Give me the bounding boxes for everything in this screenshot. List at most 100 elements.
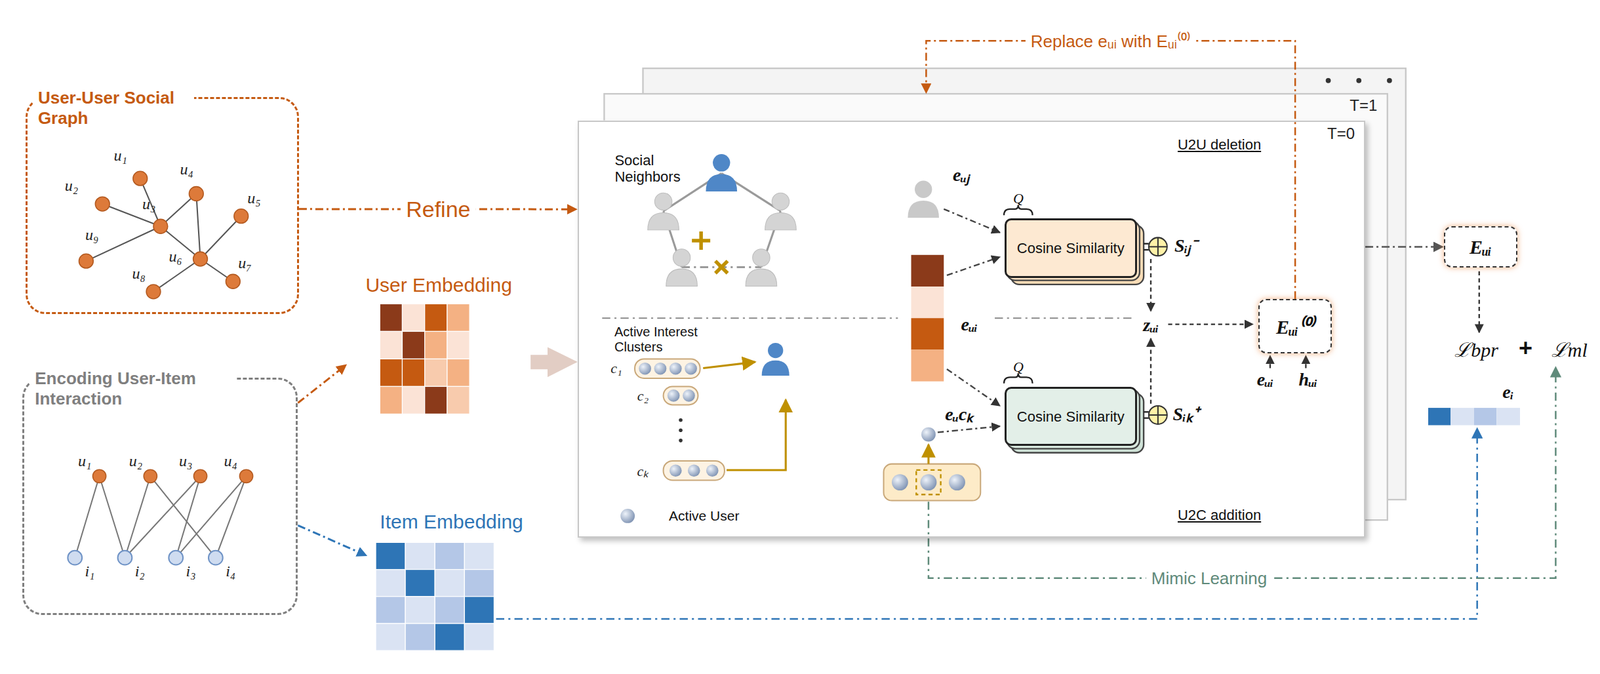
connector	[297, 525, 360, 553]
item-embedding-vector	[1428, 407, 1451, 425]
mimic-flow-line	[928, 367, 1556, 579]
user-embedding-matrix	[401, 303, 425, 332]
user-embedding-vector	[911, 255, 945, 382]
ellipsis-dots	[678, 418, 683, 423]
label-anchor: u₁	[78, 452, 92, 471]
graph-label: i₃	[185, 562, 196, 581]
graph-label: u₃	[179, 452, 193, 471]
item-embedding-matrix	[464, 596, 494, 624]
cluster-member	[682, 389, 696, 402]
active-cluster	[883, 427, 981, 501]
flow-label: Mimic Learning	[1146, 568, 1273, 589]
cluster-pill	[663, 386, 699, 405]
cluster-pill	[663, 460, 725, 481]
cluster-member	[667, 389, 680, 402]
frame-t0-ground	[577, 120, 1366, 538]
label-anchor: u₄	[180, 160, 194, 179]
label-anchor: i₃	[185, 562, 196, 581]
label-anchor: Active User	[668, 508, 740, 524]
label-anchor: ℒbpr	[1454, 335, 1499, 363]
fusion-arrow	[1150, 259, 1480, 404]
math-label: eᵤcₖ	[944, 400, 974, 426]
section-divider	[601, 317, 1133, 319]
label-anchor: i₂	[135, 562, 145, 581]
process-box: Cosine Similarity	[1004, 218, 1138, 278]
cluster-member	[669, 362, 682, 376]
delete-mark	[715, 260, 728, 274]
target-user-icon	[705, 154, 738, 192]
interaction-edge	[74, 476, 246, 558]
connector	[925, 40, 1296, 300]
cluster-member	[687, 464, 701, 477]
interaction-edge	[175, 476, 200, 558]
math-label: hᵤᵢ	[1299, 369, 1319, 391]
cluster-pill	[634, 358, 725, 480]
user-embedding-vector	[911, 286, 945, 319]
user-embedding-matrix	[424, 331, 448, 359]
interaction-item	[208, 550, 223, 566]
sum-arrow	[1143, 417, 1149, 419]
sum-arrow	[1143, 411, 1149, 413]
label-anchor: cₖ	[636, 460, 649, 480]
sum-arrow	[1143, 243, 1149, 245]
frame-t0-ground	[577, 120, 1366, 538]
graph-label: i₁	[84, 562, 95, 581]
math-label: zᵤᵢ	[1142, 314, 1159, 336]
section-divider	[994, 317, 1133, 319]
item-embedding-matrix	[375, 596, 406, 624]
back-frame	[1386, 78, 1393, 84]
node-text: T=0	[1327, 124, 1355, 143]
interaction-edge	[124, 476, 200, 558]
section-label: Active Interest Clusters	[614, 324, 733, 355]
active-cluster	[916, 470, 941, 495]
user-embedding-matrix	[401, 386, 425, 414]
connector	[297, 369, 341, 404]
cluster-user-icon	[761, 342, 790, 376]
ellipsis-dots	[678, 418, 683, 443]
delete-mark	[715, 260, 728, 274]
math-label: eᵤᵢ	[1257, 369, 1275, 391]
embedding-box: Eᵤᵢ⁽⁰⁾	[1258, 299, 1332, 353]
neighbor-person	[666, 249, 698, 287]
interaction-item	[118, 550, 133, 566]
cluster-member	[669, 464, 682, 477]
label-anchor: i₁	[84, 562, 95, 581]
social-graph-user	[225, 274, 240, 289]
label-anchor: Replace eᵤᵢ with Eᵤᵢ⁽⁰⁾	[1025, 28, 1197, 53]
fusion-arrow	[1304, 356, 1307, 369]
item-embedding-matrix	[464, 569, 494, 597]
active-cluster	[891, 474, 909, 491]
active-cluster	[927, 444, 930, 465]
fusion-arrow	[1269, 356, 1271, 369]
social-graph-user	[133, 171, 148, 186]
label-anchor: eᵤⱼ	[952, 161, 970, 187]
active-cluster	[948, 474, 966, 491]
graph-label: u₉	[85, 225, 99, 244]
user-embedding-matrix	[379, 386, 402, 414]
graph-label: u₂	[129, 452, 143, 471]
sum-arrow	[1143, 249, 1149, 251]
user-embedding-matrix	[447, 331, 470, 359]
user-embedding-matrix	[379, 331, 402, 359]
label-anchor: eᵤᵢ	[1257, 369, 1275, 391]
node-text: User Embedding	[346, 273, 531, 298]
label-anchor: u₃	[179, 452, 193, 471]
input-arrow	[943, 209, 1000, 233]
item-embedding-matrix	[405, 623, 435, 651]
back-frame	[1356, 78, 1362, 84]
item-embedding-matrix	[464, 623, 494, 651]
math-label: eᵢ	[1502, 381, 1514, 403]
fusion-arrow	[1167, 323, 1253, 325]
back-frame	[1325, 78, 1332, 84]
label-anchor: u₆	[168, 247, 182, 265]
node-text: Cosine Similarity	[1017, 408, 1125, 425]
graph-label: u₁	[78, 452, 92, 471]
label-anchor: +	[1518, 334, 1533, 362]
social-graph-user	[188, 186, 204, 202]
active-user-icon	[620, 508, 635, 524]
interaction-item	[168, 550, 183, 566]
active-cluster	[883, 464, 981, 501]
interaction-user	[193, 469, 207, 483]
item-embedding-matrix	[405, 542, 435, 570]
edge-label: Refine	[400, 196, 476, 223]
